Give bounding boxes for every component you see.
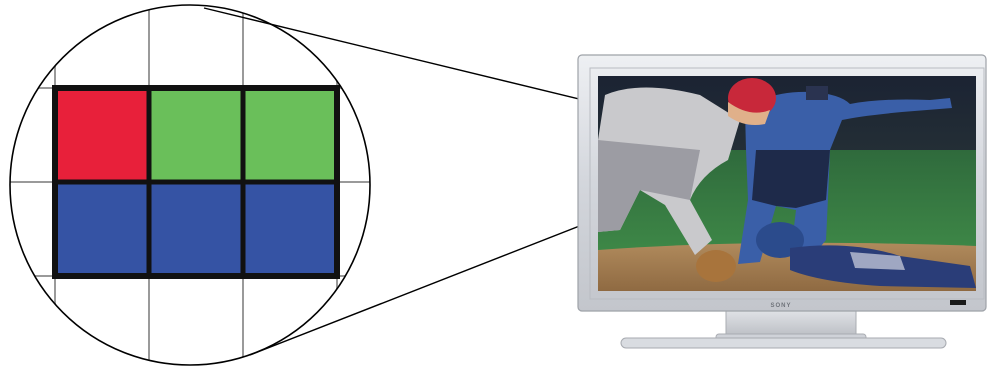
- magnifier-lens: [0, 0, 400, 372]
- red-subpixel-cell: [55, 88, 149, 182]
- tv-screen: [598, 76, 976, 291]
- magnified-subpixel-grid: [0, 0, 400, 372]
- green-subpixel-cell: [243, 88, 337, 182]
- green-subpixel-cell: [149, 88, 243, 182]
- blue-subpixel-cell: [149, 182, 243, 276]
- plasma-television: SONY: [578, 55, 986, 348]
- tv-stand: [621, 308, 946, 348]
- tv-brand-label: SONY: [770, 303, 791, 309]
- subpixel-cells: [55, 88, 337, 276]
- tv-power-indicator: [950, 300, 966, 305]
- blue-subpixel-cell: [243, 182, 337, 276]
- blue-subpixel-cell: [55, 182, 149, 276]
